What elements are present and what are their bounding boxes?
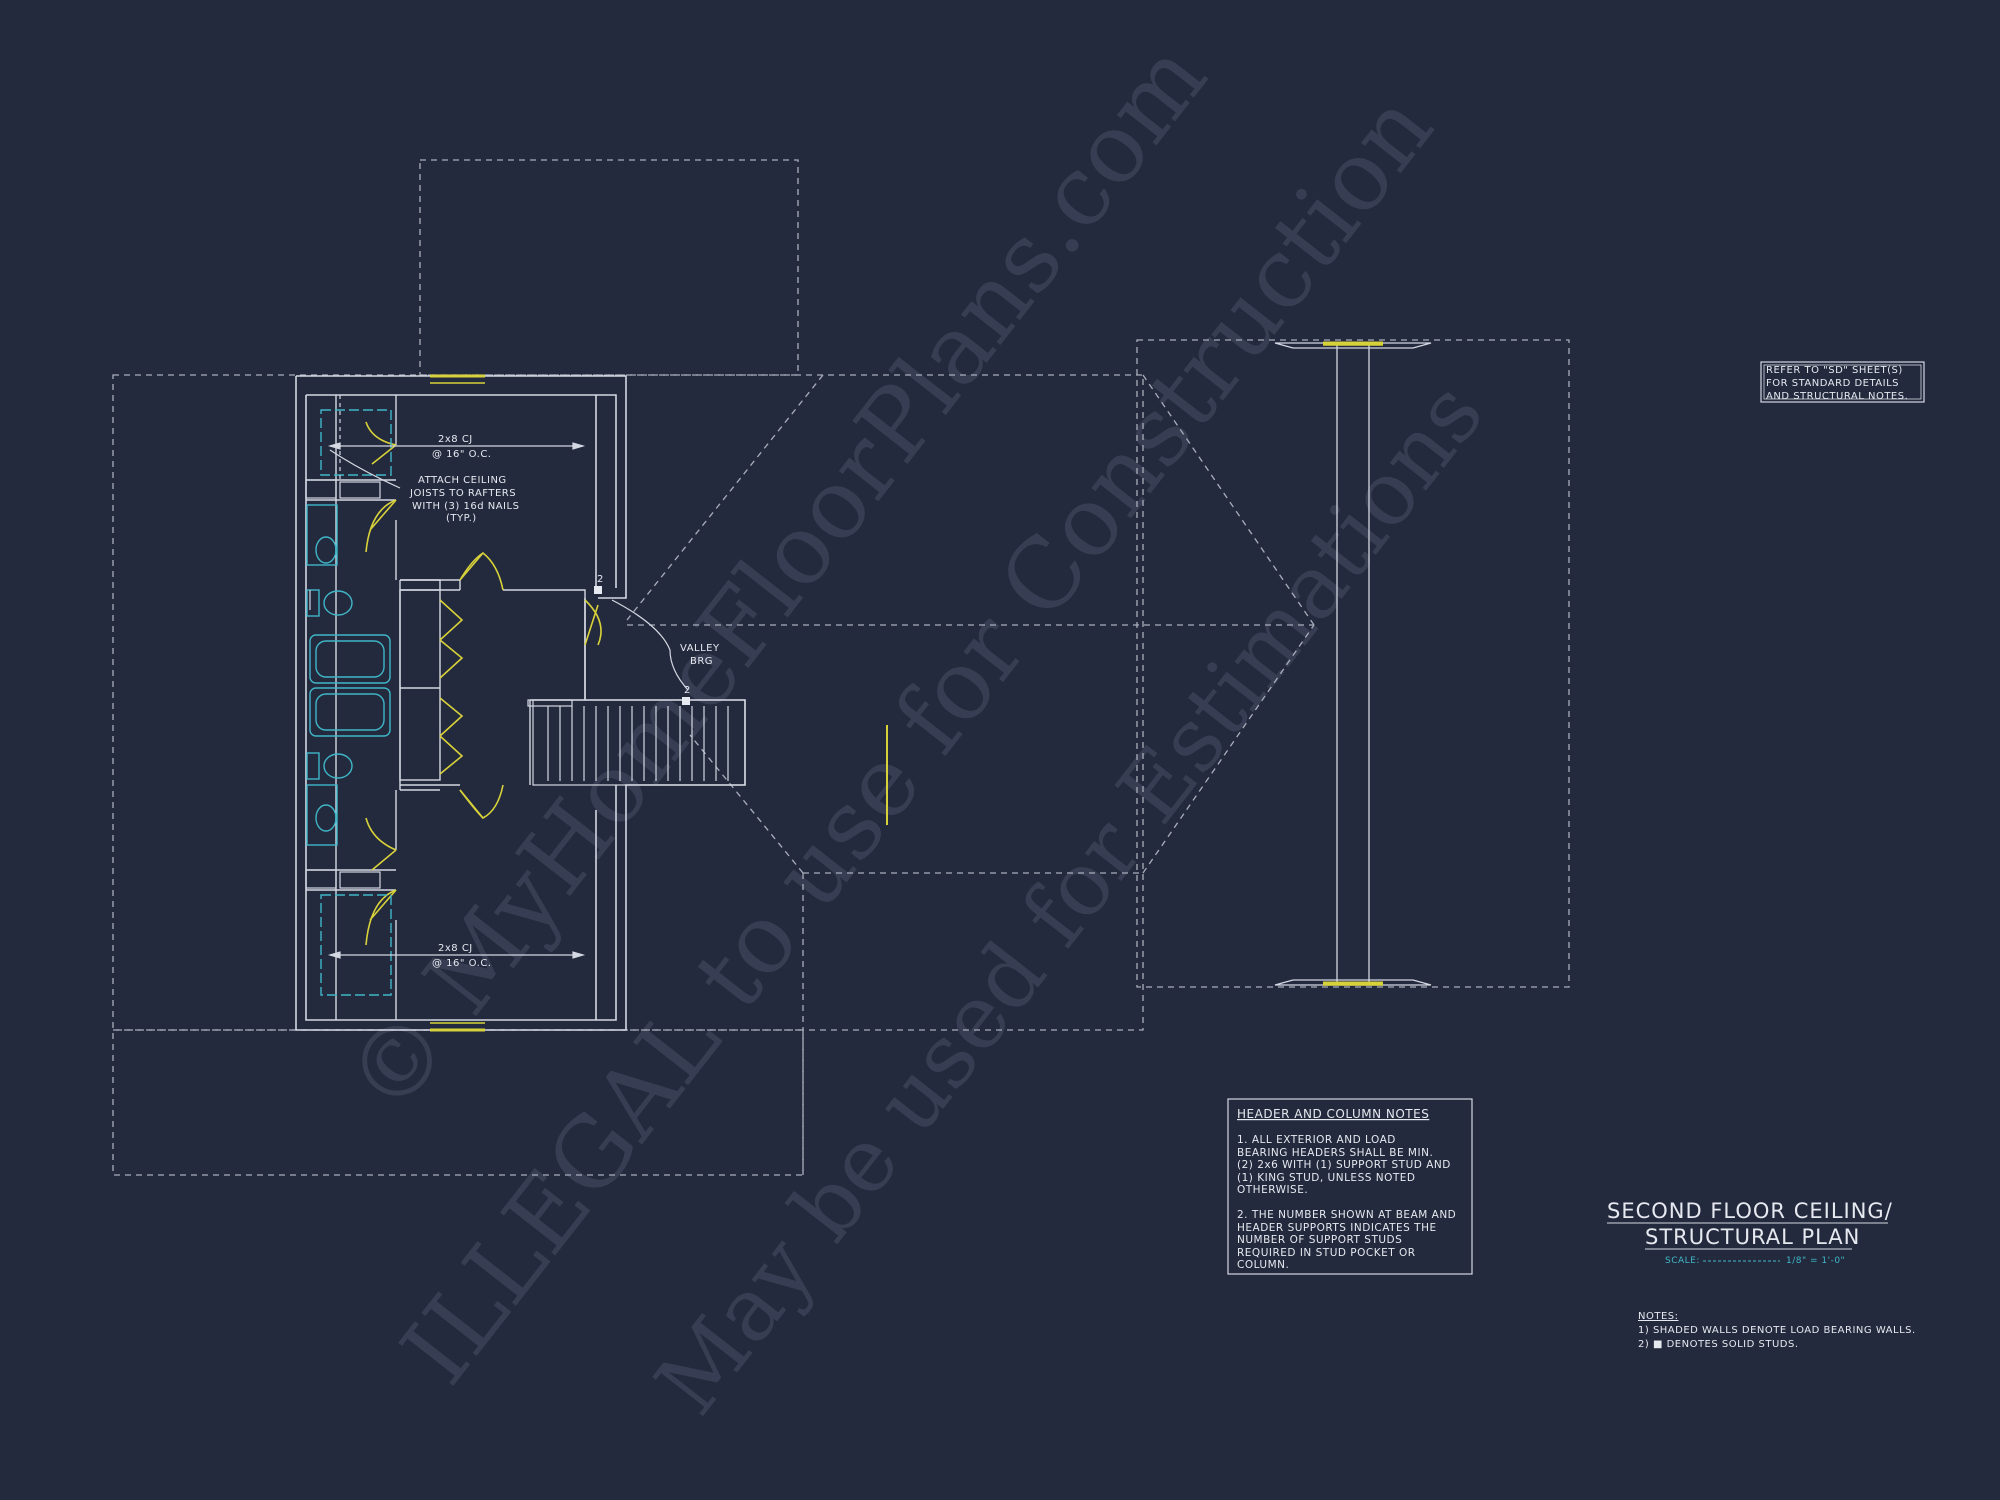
scale-value: 1/8" = 1'-0": [1786, 1256, 1845, 1266]
watermark-line-2: ILLEGAL to use for Construction: [380, 73, 1455, 1404]
stud-count-b: 2: [684, 685, 691, 696]
refer-note-line-3: AND STRUCTURAL NOTES.: [1766, 391, 1908, 402]
refer-note-line-1: REFER TO "SD" SHEET(S): [1766, 365, 1903, 376]
attach-note-2: JOISTS TO RAFTERS: [409, 488, 516, 499]
notes-title: NOTES:: [1638, 1311, 1679, 1322]
header-note-1-line-3: (2) 2x6 WITH (1) SUPPORT STUD AND: [1237, 1159, 1451, 1171]
cj-bottom-spacing: @ 16" O.C.: [432, 958, 492, 969]
refer-note-line-2: FOR STANDARD DETAILS: [1766, 378, 1899, 389]
solid-stud-b: [682, 697, 690, 705]
valley-label-2: BRG: [690, 656, 713, 667]
attach-note-1: ATTACH CEILING: [418, 475, 507, 486]
header-note-1-line-4: (1) KING STUD, UNLESS NOTED: [1237, 1172, 1416, 1184]
note-1: 1) SHADED WALLS DENOTE LOAD BEARING WALL…: [1638, 1325, 1916, 1336]
header-note-2-line-2: HEADER SUPPORTS INDICATES THE: [1237, 1222, 1437, 1234]
header-note-1-line-1: 1. ALL EXTERIOR AND LOAD: [1237, 1134, 1396, 1146]
drawing-title: SECOND FLOOR CEILING/ STRUCTURAL PLAN SC…: [1607, 1199, 1893, 1266]
header-note-2-line-3: NUMBER OF SUPPORT STUDS: [1237, 1234, 1402, 1246]
general-notes: NOTES: 1) SHADED WALLS DENOTE LOAD BEARI…: [1638, 1311, 1916, 1350]
ridge-beam: [1274, 341, 1432, 986]
bath-fixtures: [306, 409, 392, 996]
cj-top-size: 2x8 CJ: [438, 434, 473, 445]
header-note-2-line-4: REQUIRED IN STUD POCKET OR: [1237, 1247, 1416, 1259]
note-2: 2) ■ DENOTES SOLID STUDS.: [1638, 1339, 1799, 1350]
roof-outline: [112, 159, 1570, 1176]
bath-cabinets: [305, 395, 381, 889]
ceiling-joist-arrows: [327, 442, 689, 959]
header-column-notes: HEADER AND COLUMN NOTES 1. ALL EXTERIOR …: [1227, 1098, 1473, 1275]
header-note-1-line-2: BEARING HEADERS SHALL BE MIN.: [1237, 1147, 1433, 1159]
scale-label: SCALE:: [1665, 1256, 1700, 1266]
title-line-1: SECOND FLOOR CEILING/: [1607, 1199, 1893, 1223]
header-note-2-line-1: 2. THE NUMBER SHOWN AT BEAM AND: [1237, 1209, 1456, 1221]
attach-note-3: WITH (3) 16d NAILS: [412, 501, 519, 512]
valley-label-1: VALLEY: [680, 643, 720, 654]
cj-bottom-size: 2x8 CJ: [438, 943, 473, 954]
interior-walls: [306, 395, 586, 1020]
header-note-1-line-5: OTHERWISE.: [1237, 1184, 1308, 1196]
stair: [527, 699, 746, 786]
attach-note-4: (TYP.): [446, 513, 477, 524]
header-note-2-line-5: COLUMN.: [1237, 1259, 1289, 1271]
title-line-2: STRUCTURAL PLAN: [1645, 1225, 1860, 1249]
solid-stud-a: [594, 586, 602, 594]
stud-count-a: 2: [597, 574, 604, 585]
refer-note: REFER TO "SD" SHEET(S) FOR STANDARD DETA…: [1760, 361, 1925, 403]
header-notes-title: HEADER AND COLUMN NOTES: [1237, 1107, 1429, 1121]
plan-labels: 2x8 CJ @ 16" O.C. ATTACH CEILING JOISTS …: [409, 434, 720, 969]
cj-top-spacing: @ 16" O.C.: [432, 449, 492, 460]
